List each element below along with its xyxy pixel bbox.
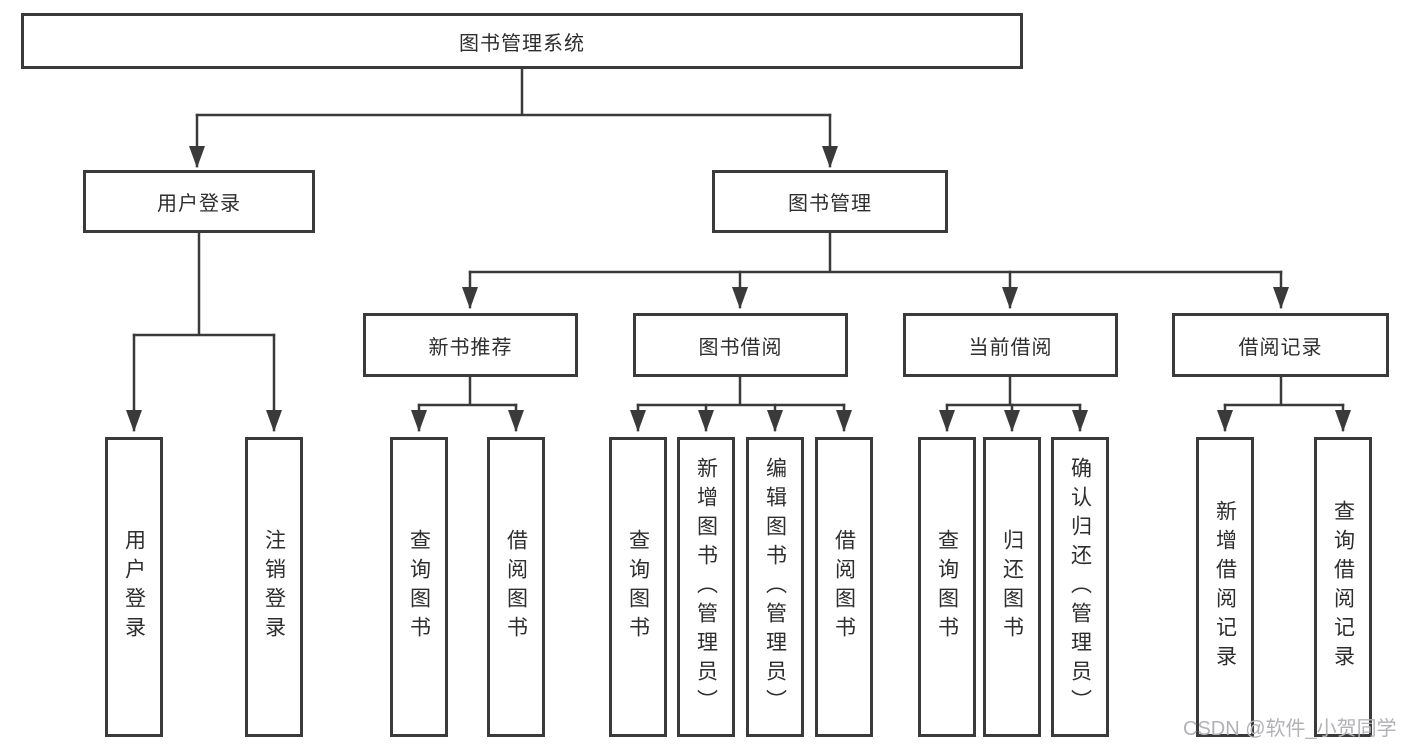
leaf-borrow-edit-books-admin: 编辑图书（管理员） [746,437,804,737]
leaf-user-login: 用户登录 [105,437,163,737]
leaf-current-query-books: 查询图书 [918,437,976,737]
leaf-newrec-borrow-books: 借阅图书 [487,437,545,737]
leaf-borrow-add-books-admin: 新增图书（管理员） [677,437,735,737]
connector-current-borrow-to-leaves [939,375,1088,432]
connector-book-borrow-to-leaves [630,375,852,432]
node-book-borrow: 图书借阅 [633,313,848,377]
node-new-book-recommend: 新书推荐 [363,313,578,377]
connector-root-to-level1 [189,67,838,168]
leaf-records-query-borrow-record: 查询借阅记录 [1314,437,1372,737]
leaf-borrow-query-books: 查询图书 [609,437,667,737]
node-user-login: 用户登录 [83,170,315,233]
node-current-borrow: 当前借阅 [903,313,1118,377]
connector-user-login-to-leaves [126,231,282,432]
connector-borrow-records-to-leaves [1217,375,1351,432]
leaf-current-confirm-return-admin: 确认归还（管理员） [1051,437,1109,737]
node-book-management: 图书管理 [712,170,948,233]
node-borrow-records: 借阅记录 [1172,313,1389,377]
leaf-logout: 注销登录 [245,437,303,737]
leaf-newrec-query-books: 查询图书 [390,437,448,737]
leaf-current-return-books: 归还图书 [983,437,1041,737]
leaf-borrow-borrow-books: 借阅图书 [815,437,873,737]
connector-book-management-to-level2 [462,231,1289,309]
node-library-management-system: 图书管理系统 [21,13,1023,69]
csdn-watermark: CSDN @软件_小贺同学 [1183,718,1397,740]
leaf-records-add-borrow-record: 新增借阅记录 [1196,437,1254,737]
connector-new-book-recommend-to-leaves [411,375,524,432]
